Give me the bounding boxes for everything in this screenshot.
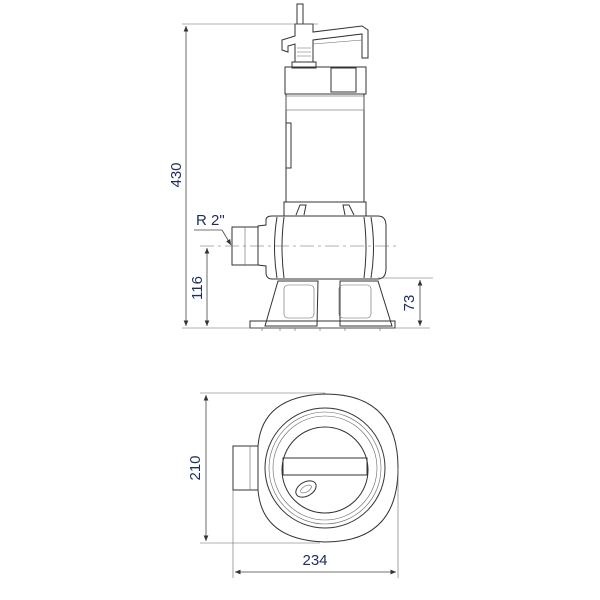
thread-label: R 2" [196, 212, 225, 229]
thread-leader-line [221, 229, 232, 246]
base-height-label: 73 [401, 295, 418, 312]
width-label: 234 [302, 552, 327, 569]
pump-side-outline [231, 3, 396, 331]
height-total-label: 430 [168, 162, 185, 187]
depth-label: 210 [187, 455, 204, 480]
bottom-view: 210 234 [187, 392, 399, 578]
outlet-height-label: 116 [189, 276, 206, 300]
side-view: 430 116 73 R 2" [168, 3, 433, 331]
pump-bottom-outline [232, 393, 399, 543]
